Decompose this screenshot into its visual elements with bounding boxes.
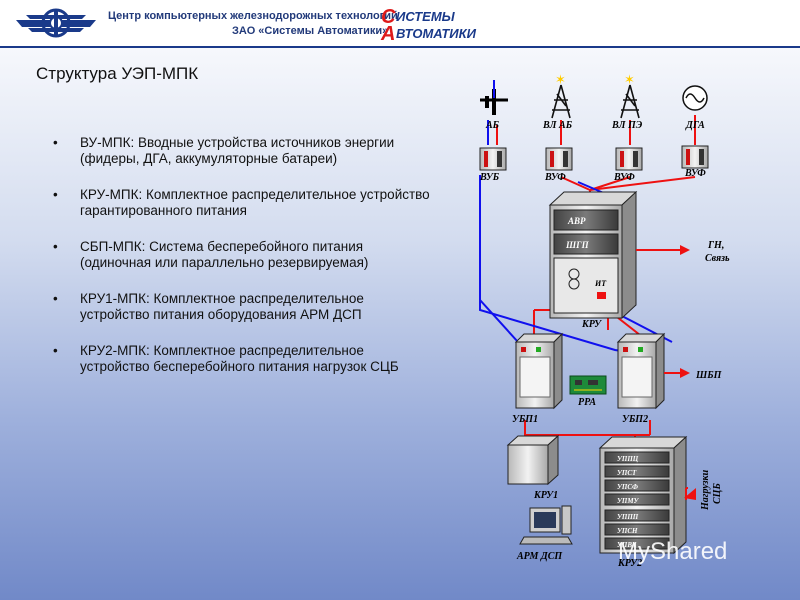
gn-label-line1: ГН, [707,240,724,251]
logo-word-1: ИСТЕМЫ [396,9,456,24]
source-label-dga: ДГА [685,120,705,131]
spark-icon: ✶ [555,72,566,87]
gn-label-line2: Связь [705,253,730,264]
rpa-label: РРА [578,397,596,408]
kru2-section-label: УПВХ [617,541,637,549]
bullet-marker: • [53,135,58,150]
kru-section-avr: АВР [567,216,586,226]
kru-section-shgp: ШГП [565,240,590,250]
input-device [479,147,507,171]
kru2-label: КРУ2 [617,558,642,569]
sistemy-avtomatiki-logo-icon: С ИСТЕМЫ А ВТОМАТИКИ [380,6,477,44]
kru2-section-label: УПСН [617,527,638,535]
shbp-label: ШБП [695,370,723,381]
source-label-vl-ab: ВЛ АБ [542,120,573,131]
company-name-line1: Центр компьютерных железнодорожных техно… [108,10,398,22]
rpa-circuit-board-icon [569,375,607,395]
bullet-text: СБП-МПК: Система бесперебойного питания … [80,239,369,270]
bullet-text: КРУ2-МПК: Комплектное распределительное … [80,343,399,374]
bullet-marker: • [53,239,58,254]
generator-icon [682,85,708,111]
input-label-vub: ВУБ [479,172,500,183]
kru-it-label: ИТ [594,279,607,288]
svg-text:А: А [380,23,395,44]
header-bar: Центр компьютерных железнодорожных техно… [0,0,800,48]
company-name-line2: ЗАО «Системы Автоматики» [232,25,389,37]
svg-text:С: С [381,6,396,28]
kru1-cabinet [506,434,560,486]
source-label-ab: АБ [485,120,500,131]
ups2-label: УБП2 [622,414,648,425]
power-line-tower-icon: ✶ [620,72,640,119]
logo-word-2: ВТОМАТИКИ [396,26,477,41]
input-device [681,145,709,169]
kru2-section-label: УПСФ [617,483,638,491]
bullet-item-kru: • КРУ-МПК: Комплектное распределительное … [50,187,430,219]
bullet-item-kru1: • КРУ1-МПК: Комплектное распределительное… [50,291,430,323]
battery-source [480,80,508,115]
kru-label: КРУ [581,319,602,330]
bullet-marker: • [53,291,58,306]
computer-workstation-icon [519,505,573,545]
input-label-vuf: ВУФ [544,172,566,183]
kru2-cabinet [598,435,688,555]
kru2-section-label: УПСТ [617,469,637,477]
bullet-marker: • [53,187,58,202]
bullet-item-vu: • ВУ-МПК: Вводные устройства источников э… [50,135,430,167]
bullet-marker: • [53,343,58,358]
bullet-text: ВУ-МПК: Вводные устройства источников эн… [80,135,395,166]
ups1-cabinet [514,332,564,410]
arm-dsp-label: АРМ ДСП [516,551,563,562]
kru2-section-label: УППЦ [617,455,639,463]
power-line-tower-icon: ✶ [551,72,571,119]
kru1-label: КРУ1 [533,490,558,501]
kru2-section-label: УППП [617,513,639,521]
bullet-item-kru2: • КРУ2-МПК: Комплектное распределительное… [50,343,430,375]
bullet-item-sbp: • СБП-МПК: Система бесперебойного питания… [50,239,430,271]
input-label-vuf: ВУФ [684,168,706,179]
page-title: Структура УЭП-МПК [36,64,199,83]
power-structure-diagram: ✶ ✶ АБ ВЛ АБ ВЛ ПЭ ДГА ВУБ ВУФ ВУФ ВУФ [479,72,730,569]
bullet-text: КРУ-МПК: Комплектное распределительное у… [80,187,430,218]
source-label-vl-pe: ВЛ ПЭ [611,120,643,131]
bullet-text: КРУ1-МПК: Комплектное распределительное … [80,291,364,322]
watermark: MyShared [618,538,728,565]
kru-cabinet [548,190,638,320]
rzd-logo-icon [16,8,96,38]
input-label-vuf: ВУФ [613,172,635,183]
ups2-cabinet [616,332,666,410]
input-device [615,147,643,171]
input-device [545,147,573,171]
ups1-label: УБП1 [512,414,538,425]
spark-icon: ✶ [624,72,635,87]
bullet-list: • ВУ-МПК: Вводные устройства источников э… [50,135,430,395]
loads-label-line2: СЦБ [712,483,723,504]
loads-label-line1: Нагрузки [700,469,711,511]
kru2-section-label: УПМУ [617,497,640,505]
